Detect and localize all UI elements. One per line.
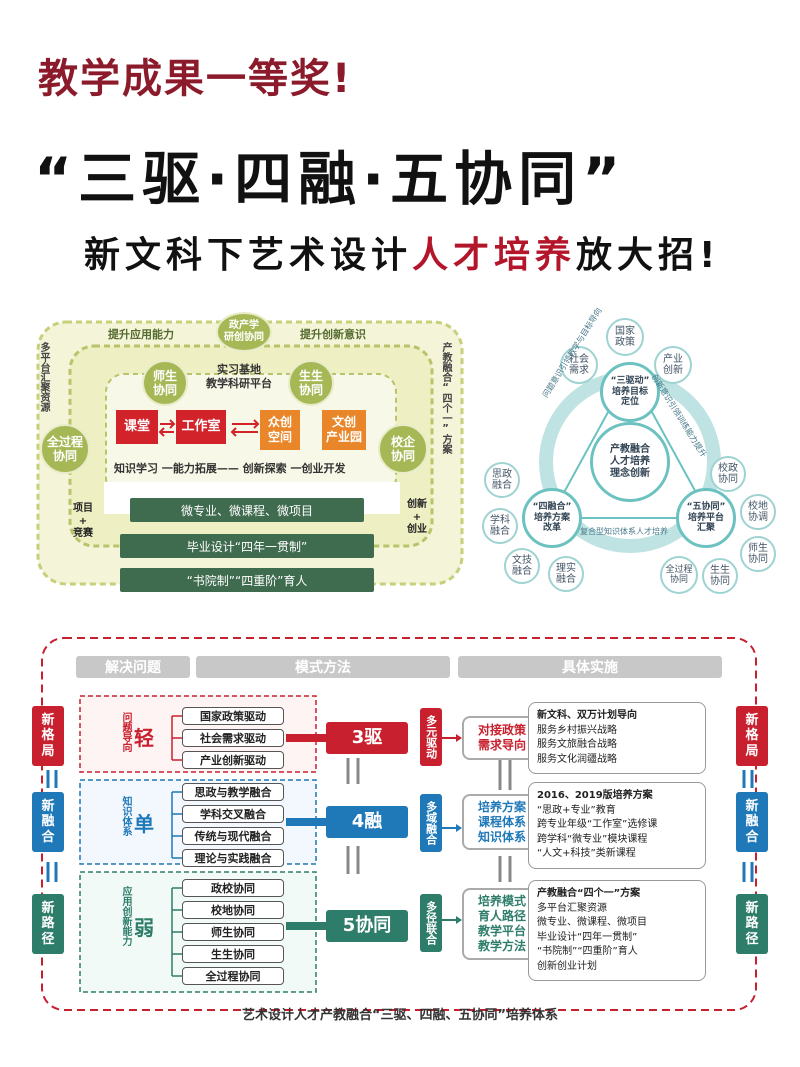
- node-four-fusion: “四融合” 培养方案 改革: [522, 488, 582, 548]
- fusion-item: 学科交叉融合: [182, 805, 284, 823]
- main-title: “三驱·四融·五协同”: [34, 145, 627, 213]
- flow-label: 知识学习 一能力拓展—— 创新探索 一创业开发: [114, 462, 346, 475]
- micro-bar: 微专业、微课程、微项目: [130, 498, 364, 522]
- impl-path: 产教融合“四个一”方案 多平台汇聚资源 微专业、微课程、微项目 毕业设计“四年一…: [528, 880, 706, 981]
- arrow-innovate: 提升创新意识: [300, 328, 366, 341]
- arrow-applied: 提升应用能力: [108, 328, 174, 341]
- bottom-caption: 艺术设计人才产教融合“三驱、四融、五协同”培养体系: [241, 1008, 559, 1023]
- impl-fusion-line: 跨专业年级“工作室”选修课: [537, 819, 658, 830]
- side-new-pattern-left: 新 格 局: [32, 706, 64, 766]
- sat-discipline: 学科 融合: [482, 508, 518, 544]
- impl-fusion: 2016、2019版培养方案 “思政+专业”教育 跨专业年级“工作室”选修课 跨…: [528, 782, 706, 869]
- impl-drive-line: 新文科、双万计划导向: [537, 710, 637, 721]
- training-diagram: 提升应用能力 提升创新意识 政产学 研创协同 多平台汇聚资源 产教融合“四个一”…: [30, 312, 470, 594]
- circle-student-student: 生生 协同: [288, 360, 334, 406]
- drive-item: 社会需求驱动: [182, 729, 284, 747]
- side-new-fusion-right: 新 融 合: [736, 792, 768, 852]
- arc-bottom-label: 复合型知识体系人才培养: [580, 527, 668, 536]
- impl-drive-line: 服务文化润疆战略: [537, 753, 617, 765]
- base-platform-label: 实习基地 教学科研平台: [206, 363, 272, 390]
- multi-platform-label: 多平台汇聚资源: [38, 342, 49, 412]
- four-one-label: 产教融合“四个一”方案: [440, 342, 451, 454]
- side-new-path-left: 新 路 径: [32, 894, 64, 954]
- impl-path-line: 毕业设计“四年一贯制”: [537, 931, 638, 943]
- node-five-collab: “五协同” 培养平台 汇聚: [676, 488, 736, 548]
- side-new-path-right: 新 路 径: [736, 894, 768, 954]
- collab-item: 政校协同: [182, 879, 284, 897]
- sat-teacher: 师生 协同: [740, 536, 776, 572]
- mid-model: 培养模式 育人路径 教学平台 教学方法: [462, 888, 542, 960]
- circle-teacher-student: 师生 协同: [142, 360, 188, 406]
- subtitle-part-a: 新文科下艺术设计: [84, 235, 413, 276]
- problem-weak-label: 应用创新能力: [120, 886, 131, 946]
- impl-fusion-line: “思政+专业”教育: [537, 804, 616, 816]
- sat-industry: 产业 创新: [654, 346, 692, 384]
- sat-ideology: 思政 融合: [484, 462, 520, 498]
- sat-school-gov: 校政 协同: [710, 456, 746, 492]
- fusion-item: 思政与教学融合: [182, 783, 284, 801]
- drive-item: 国家政策驱动: [182, 707, 284, 725]
- impl-path-line: 微专业、微课程、微项目: [537, 917, 647, 928]
- node-three-drive: “三驱动” 培养目标 定位: [600, 362, 660, 422]
- side-new-pattern-right: 新 格 局: [736, 706, 768, 766]
- circle-whole-process: 全过程 协同: [40, 424, 90, 474]
- circle-gov-industry: 政产学 研创协同: [216, 312, 272, 352]
- circle-school-enterprise: 校企 协同: [378, 424, 428, 474]
- academy-bar: “书院制”“四重阶”育人: [120, 568, 374, 592]
- impl-drive: 新文科、双万计划导向 服务乡村振兴战略 服务文旅融合战略 服务文化润疆战略: [528, 702, 706, 774]
- impl-drive-line: 服务文旅融合战略: [537, 739, 617, 750]
- impl-path-line: 多平台汇聚资源: [537, 902, 607, 914]
- collab-item: 全过程协同: [182, 967, 284, 985]
- concept-diagram: 产教融合 人才培养 理念创新 “三驱动” 培养目标 定位 “四融合” 培养方案 …: [482, 306, 782, 594]
- impl-fusion-line: 2016、2019版培养方案: [537, 790, 653, 801]
- sat-policy: 国家 政策: [606, 318, 644, 356]
- mode-four-fusion: 4融: [326, 806, 408, 838]
- graduation-bar: 毕业设计“四年一贯制”: [120, 534, 374, 558]
- box-studio: 工作室: [176, 410, 226, 444]
- impl-path-line: “书院制”“四重阶”育人: [537, 946, 638, 957]
- problem-single-label: 知识体系: [120, 796, 131, 836]
- subtitle-part-b: 放大招!: [576, 235, 721, 276]
- fusion-item: 理论与实践融合: [182, 849, 284, 867]
- sat-culture-tech: 文技 融合: [504, 548, 540, 584]
- col-header-implementation: 具体实施: [458, 656, 722, 678]
- box-maker-space: 众创 空间: [260, 410, 300, 450]
- side-new-fusion-left: 新 融 合: [32, 792, 64, 852]
- impl-path-line: 产教融合“四个一”方案: [537, 888, 641, 899]
- subtitle-highlight: 人才培养: [412, 235, 577, 276]
- collab-item: 师生协同: [182, 923, 284, 941]
- collab-item: 校地协同: [182, 901, 284, 919]
- box-classroom: 课堂: [116, 410, 158, 444]
- subtitle: 新文科下艺术设计人才培养放大招!: [84, 226, 720, 278]
- exchange-arrows: [158, 419, 260, 437]
- impl-path-line: 创新创业计划: [537, 960, 597, 972]
- innovation-entrepreneurship: 创新 + 创业: [407, 499, 427, 536]
- fusion-item: 传统与现代融合: [182, 827, 284, 845]
- problem-light-label: 问题导向: [120, 712, 131, 752]
- sat-social: 社会 需求: [560, 346, 598, 384]
- center-concept: 产教融合 人才培养 理念创新: [590, 422, 670, 502]
- sat-theory-practice: 理实 融合: [548, 556, 584, 592]
- col-header-problem: 解决问题: [76, 656, 190, 678]
- sat-student: 生生 协同: [702, 558, 738, 594]
- tag-multi-fusion: 多域融合: [420, 794, 442, 852]
- mode-three-drive: 3驱: [326, 722, 408, 754]
- col-header-method: 模式方法: [196, 656, 450, 678]
- award-title: 教学成果一等奖!: [38, 56, 353, 102]
- tag-multi-drive: 多元驱动: [420, 708, 442, 766]
- sat-school-local: 校地 协调: [740, 494, 776, 530]
- tag-multi-path: 多径联合: [420, 894, 442, 952]
- problem-weak: 弱: [134, 916, 154, 940]
- sat-whole-process: 全过程 协同: [660, 556, 698, 594]
- drive-item: 产业创新驱动: [182, 751, 284, 769]
- problem-single: 单: [134, 812, 154, 836]
- impl-drive-line: 服务乡村振兴战略: [537, 724, 617, 736]
- project-competition: 项目 + 竞赛: [73, 503, 93, 540]
- box-culture-park: 文创 产业园: [322, 410, 366, 450]
- impl-fusion-line: “人文+科技”类新课程: [537, 848, 636, 859]
- mode-five-collab: 5协同: [326, 910, 408, 942]
- impl-fusion-line: 跨学科“微专业”模块课程: [537, 833, 648, 845]
- collab-item: 生生协同: [182, 945, 284, 963]
- problem-light: 轻: [134, 726, 154, 750]
